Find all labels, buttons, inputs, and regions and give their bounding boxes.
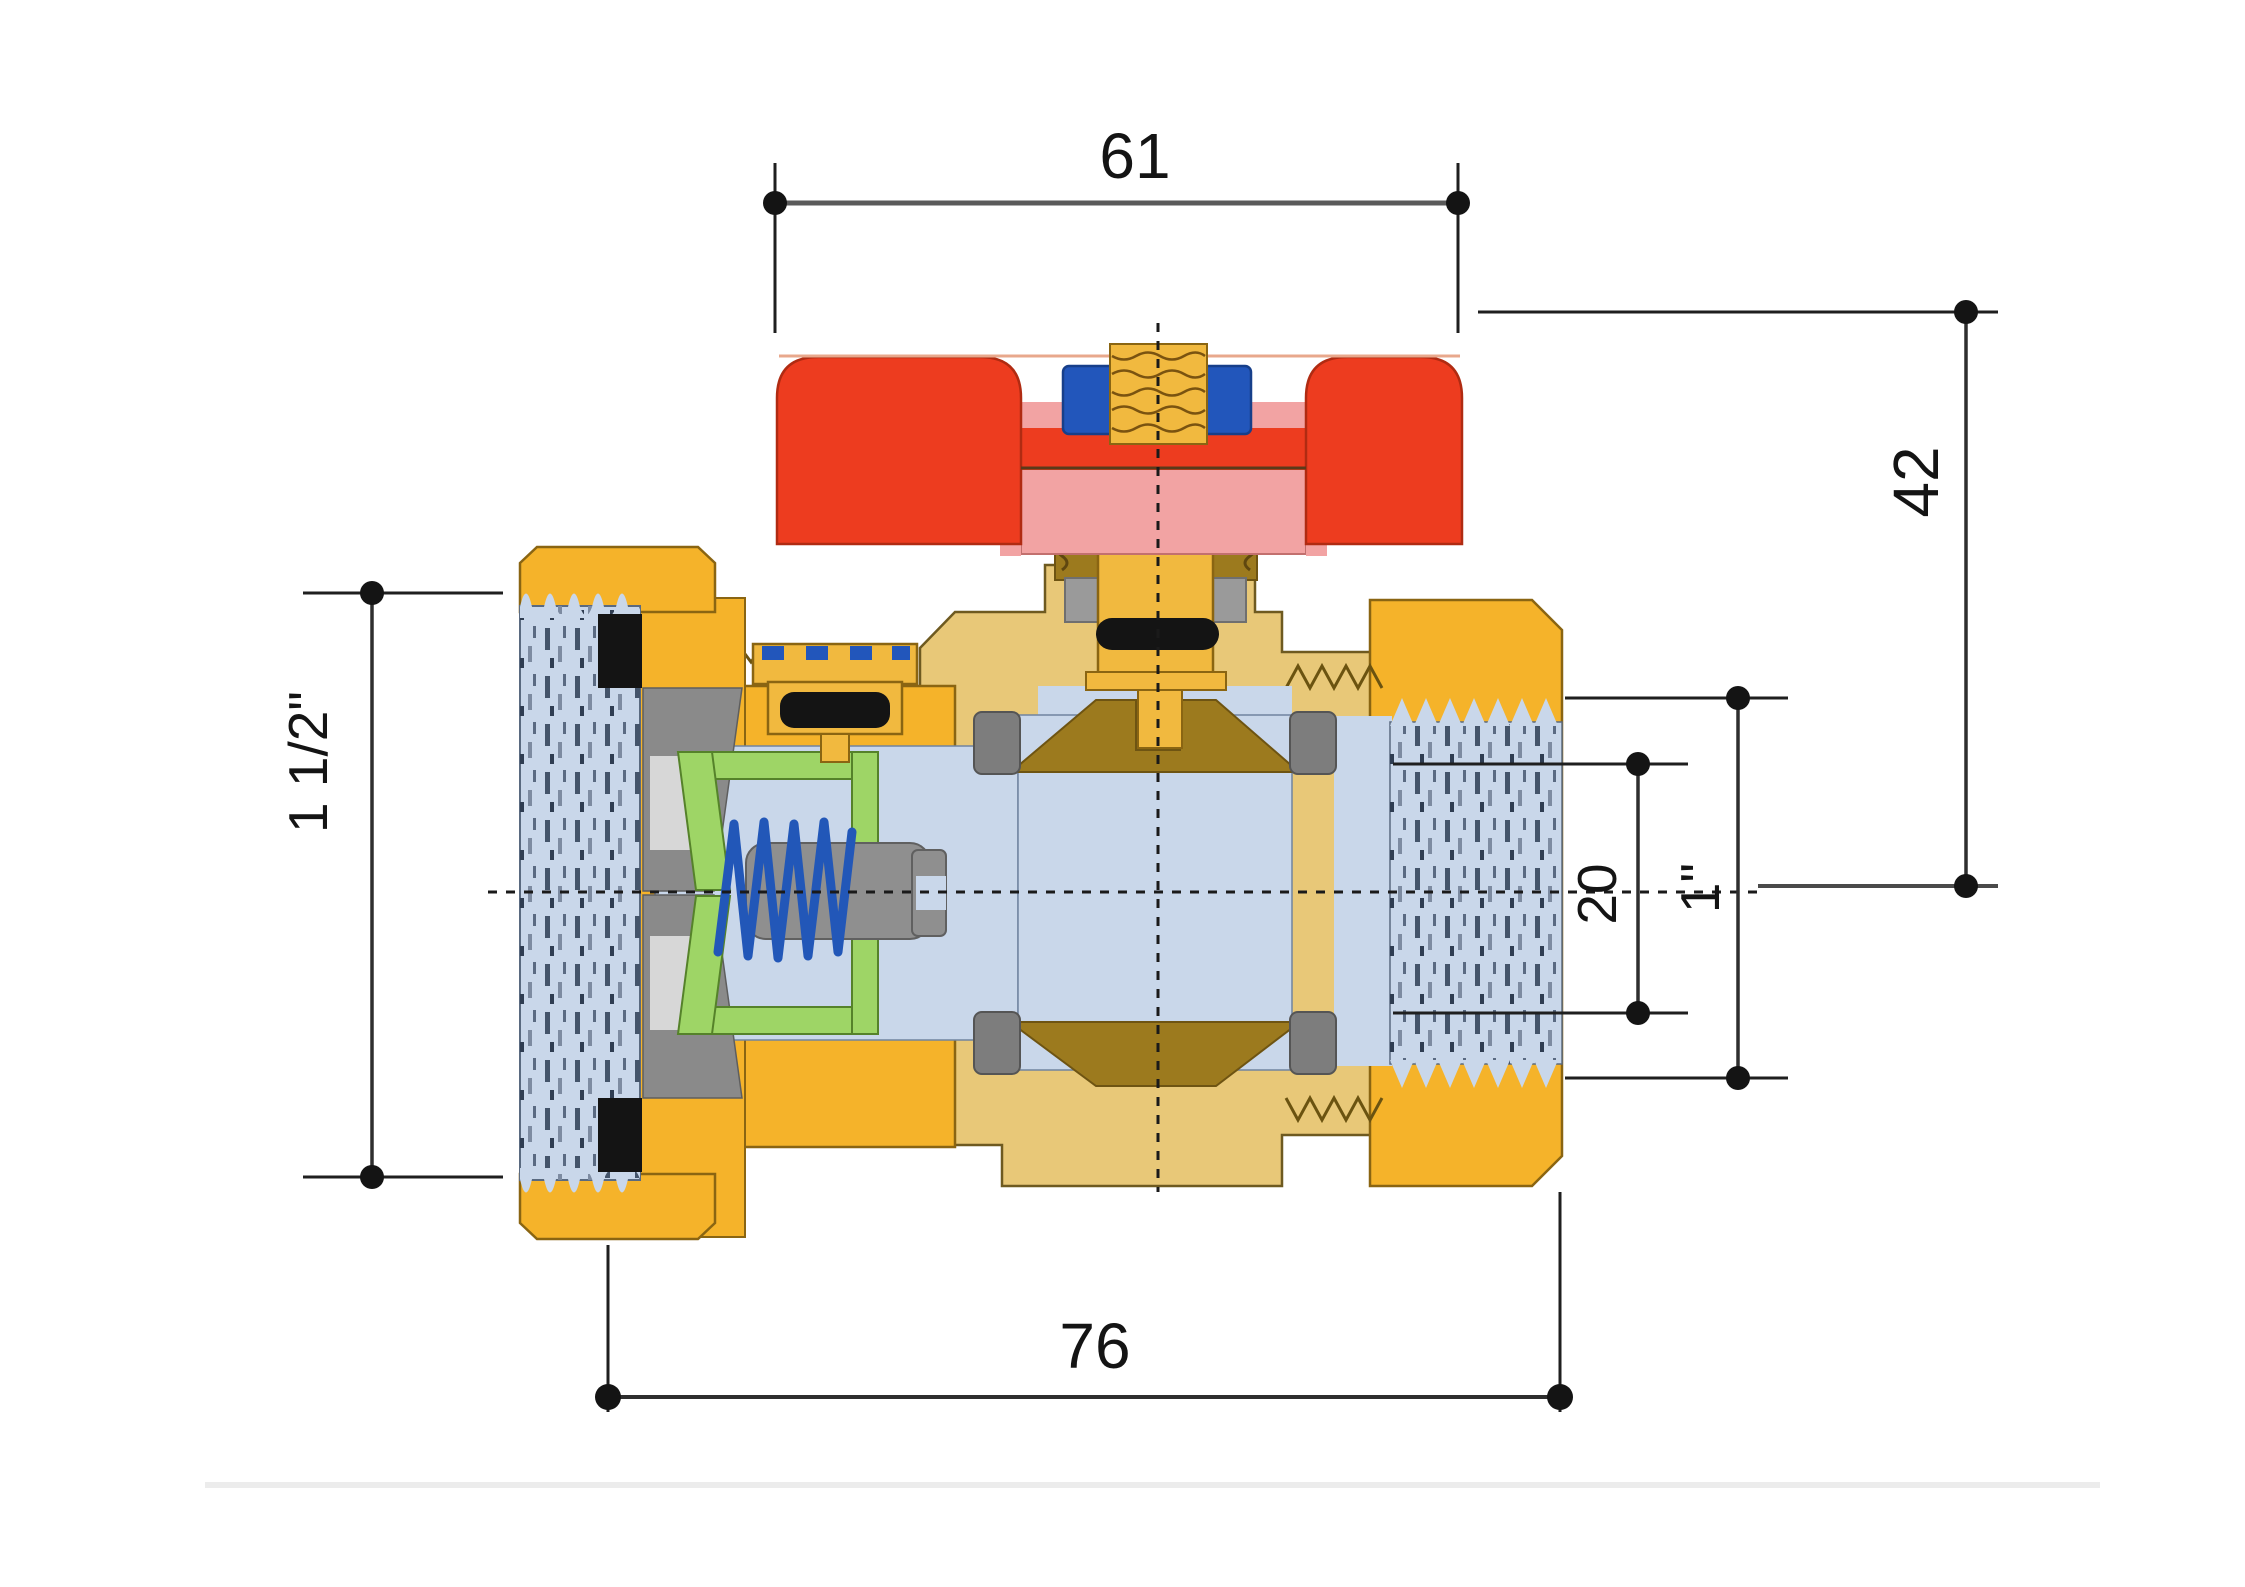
outlet-thread-crest-bottom <box>1390 1060 1558 1088</box>
hub-pink-right <box>1251 402 1306 430</box>
centerlines <box>488 323 1760 1192</box>
outlet-port <box>1284 598 1564 1188</box>
dim-label-20: 20 <box>1566 863 1628 924</box>
check-valve-spring <box>713 817 857 963</box>
dimension-1-1-2: 1 1/2" <box>277 581 503 1189</box>
nut-seal-bottom <box>598 1098 642 1172</box>
ball-assembly <box>973 686 1337 1087</box>
stem-thread-texture <box>1111 351 1206 433</box>
handle-wing-right <box>1304 355 1464 546</box>
dim-label-right-thread: 1" <box>1669 863 1731 913</box>
hub-pink-left <box>1021 402 1063 430</box>
nut-seal-top <box>598 614 642 688</box>
ball-seats <box>973 711 1337 1075</box>
nut-thread-crest-bottom <box>520 1168 640 1193</box>
dimension-61: 61 <box>763 120 1470 333</box>
dimension-42: 42 <box>1478 300 1998 898</box>
nut-thread-crest-top <box>520 593 640 618</box>
stem-flange <box>1085 671 1227 691</box>
drain-plug-seal <box>780 692 890 728</box>
stem-neck <box>1137 689 1183 749</box>
dimension-1in: 1" <box>1565 686 1788 1090</box>
outlet-bore <box>1334 716 1392 1066</box>
page-divider <box>205 1482 2100 1488</box>
dim-label-61: 61 <box>1099 120 1170 192</box>
dim-label-left-thread: 1 1/2" <box>277 691 339 833</box>
outlet-thread-crest-top <box>1390 698 1558 726</box>
handle-wing-left <box>775 355 1023 546</box>
hub-pink-lower <box>1020 467 1307 555</box>
body-male-thread-bottom <box>1284 1094 1384 1124</box>
body-male-thread-top <box>1284 662 1384 692</box>
drain-plug <box>751 642 919 763</box>
dimension-20: 20 <box>1393 752 1688 1025</box>
dim-label-76: 76 <box>1059 1310 1130 1382</box>
butterfly-handle <box>775 343 1464 556</box>
dim-label-42: 42 <box>1880 446 1952 517</box>
dimension-76: 76 <box>595 1192 1573 1412</box>
